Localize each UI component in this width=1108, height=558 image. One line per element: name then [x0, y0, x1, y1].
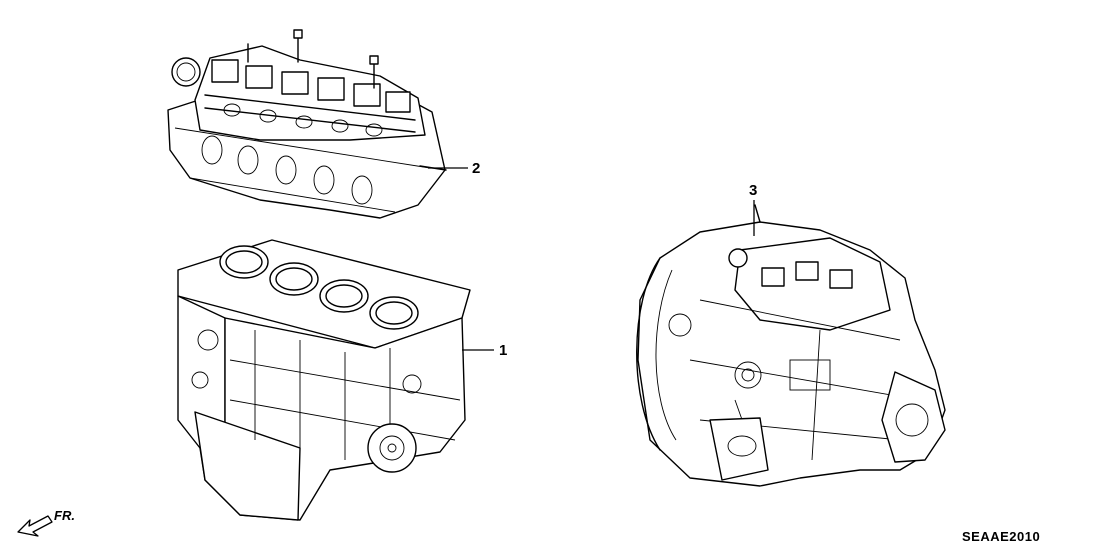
callout-3: 3 [749, 182, 757, 199]
transmission-illustration [636, 204, 946, 487]
callout-2: 2 [472, 160, 480, 177]
callout-1: 1 [499, 342, 507, 359]
short-block-illustration [177, 239, 471, 521]
cylinder-head-illustration [167, 29, 447, 219]
front-direction-label: FR. [54, 508, 75, 523]
diagram-code: SEAAE2010 [962, 529, 1040, 544]
front-direction-arrow-icon [17, 515, 53, 537]
